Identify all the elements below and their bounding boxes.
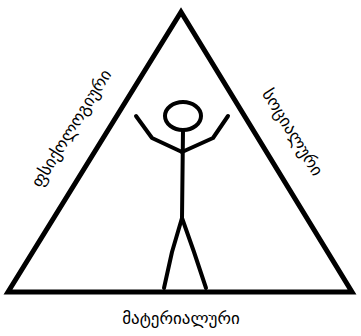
side-label: მატერიალური: [122, 310, 240, 327]
stick-figure: [136, 102, 228, 288]
side-label: ფსიქოლოგიური: [29, 66, 115, 190]
side-label: სოციალური: [259, 86, 326, 179]
triangle: [8, 12, 352, 292]
